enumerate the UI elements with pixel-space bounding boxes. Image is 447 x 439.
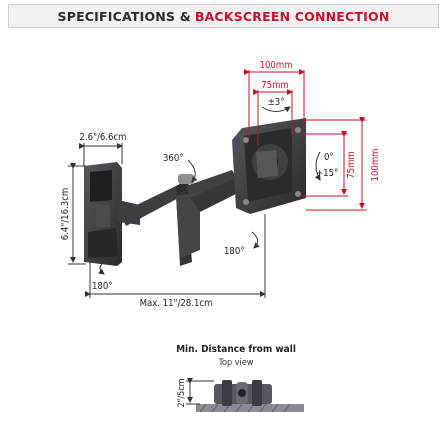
label-rotate-mid: 180° — [224, 246, 245, 257]
swivel-arm — [120, 170, 240, 266]
depth-dimension — [79, 143, 123, 166]
folded-mount-topview — [214, 380, 272, 406]
label-swivel-arm: 360° — [163, 153, 184, 164]
vesa-dimensions — [244, 69, 366, 211]
vesa-head — [232, 118, 306, 214]
label-swivel-small: ±3° — [268, 97, 285, 108]
header-title-dark: SPECIFICATIONS & — [57, 8, 191, 24]
wall-plate — [84, 162, 140, 266]
height-dimension — [68, 163, 86, 265]
wall-distance-title: Min. Distance from wall — [176, 344, 296, 355]
arm-pivot-cap — [178, 174, 194, 184]
wall-distance-section: Min. Distance from wall Top view 2"/5cm — [176, 344, 304, 413]
extension-dimension — [85, 214, 266, 298]
label-plate-depth: 2.6"/6.6cm — [79, 132, 126, 143]
swivel-arm-arrow — [187, 159, 198, 183]
label-tilt-down: +15° — [316, 168, 338, 179]
spec-header: SPECIFICATIONS & BACKSCREEN CONNECTION — [8, 4, 439, 28]
label-height-outer: 100mm — [370, 149, 381, 182]
label-tilt-up: 0° — [324, 152, 334, 163]
swivel-small-arrow — [261, 106, 291, 113]
label-rotate-base: 180° — [92, 281, 113, 292]
wall-distance-value: 2"/5cm — [177, 378, 187, 407]
wall-distance-subtitle: Top view — [218, 358, 254, 368]
header-title-red: BACKSCREEN CONNECTION — [194, 8, 390, 24]
wall-surface — [196, 404, 304, 412]
label-plate-height: 6.4"/16.3cm — [60, 188, 71, 240]
label-width-outer: 100mm — [260, 60, 293, 71]
label-max-extension: Max. 11"/28.1cm — [140, 298, 213, 309]
label-width-inner: 75mm — [261, 80, 289, 91]
label-height-inner: 75mm — [346, 151, 357, 179]
rotate-mid-arrow — [251, 231, 260, 249]
tilt-arrow — [314, 151, 321, 181]
rotate-base-arrow — [98, 261, 105, 275]
